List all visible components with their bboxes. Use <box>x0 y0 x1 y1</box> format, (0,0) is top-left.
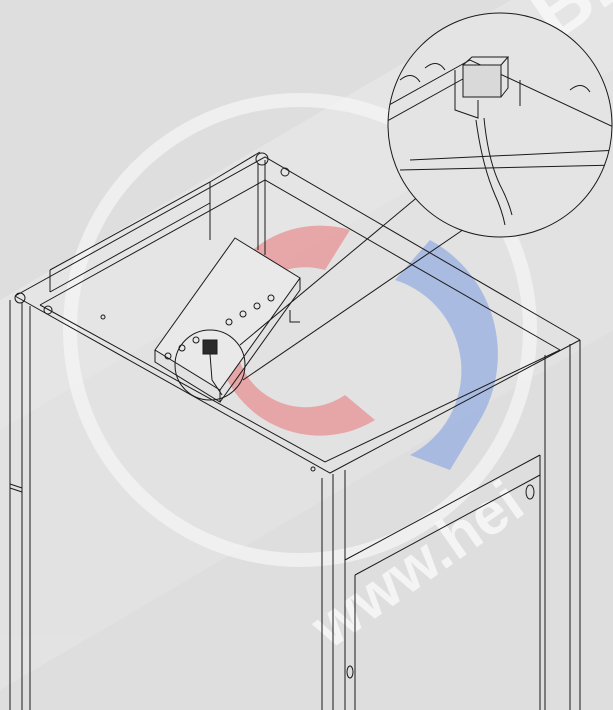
corner-bolt-back <box>255 152 269 166</box>
top-frame-front-edge <box>14 295 581 474</box>
detail-circle <box>387 12 613 238</box>
watermark-blue-arc <box>395 240 498 470</box>
top-frame-back-edge <box>14 156 581 341</box>
detail-knockout-3 <box>569 85 591 93</box>
magnified-detail <box>387 12 613 238</box>
detail-knockout-1 <box>399 75 421 83</box>
screw-hole <box>100 314 106 320</box>
left-post-joint <box>9 487 23 493</box>
screw-hole-front <box>310 466 316 472</box>
detail-marker-circle <box>174 329 246 401</box>
corner-bolt-left <box>14 292 26 304</box>
side-panel-top-edge <box>344 454 541 561</box>
watermark-ring <box>63 93 537 567</box>
detail-knockout-2 <box>424 63 446 71</box>
corner-hole-left <box>43 305 53 315</box>
junction-box-front <box>154 350 221 403</box>
side-panel-slot <box>346 665 354 679</box>
detail-box-lower-edge-2 <box>399 164 612 171</box>
rear-rail-bottom <box>49 202 211 293</box>
junction-box-side <box>219 278 301 403</box>
detail-plug-body <box>462 64 502 98</box>
detail-box-lower-edge <box>409 149 612 161</box>
side-panel-hole <box>525 484 535 500</box>
corner-hole-back <box>280 167 290 177</box>
detail-clip <box>454 70 521 119</box>
detail-cable <box>483 117 513 216</box>
leader-line-1 <box>239 194 421 346</box>
top-frame-inner-front <box>39 304 561 463</box>
left-post-joint-2 <box>9 483 23 489</box>
side-panel-lip <box>354 474 541 576</box>
leader-line-2 <box>242 224 471 381</box>
junction-box-bracket <box>289 310 300 323</box>
detail-plug-faces <box>462 56 510 98</box>
detail-cable-2 <box>475 119 506 226</box>
cabinet <box>9 151 581 710</box>
detail-box-top-edge <box>388 59 612 131</box>
power-plug <box>202 339 218 355</box>
power-cable <box>209 353 223 396</box>
